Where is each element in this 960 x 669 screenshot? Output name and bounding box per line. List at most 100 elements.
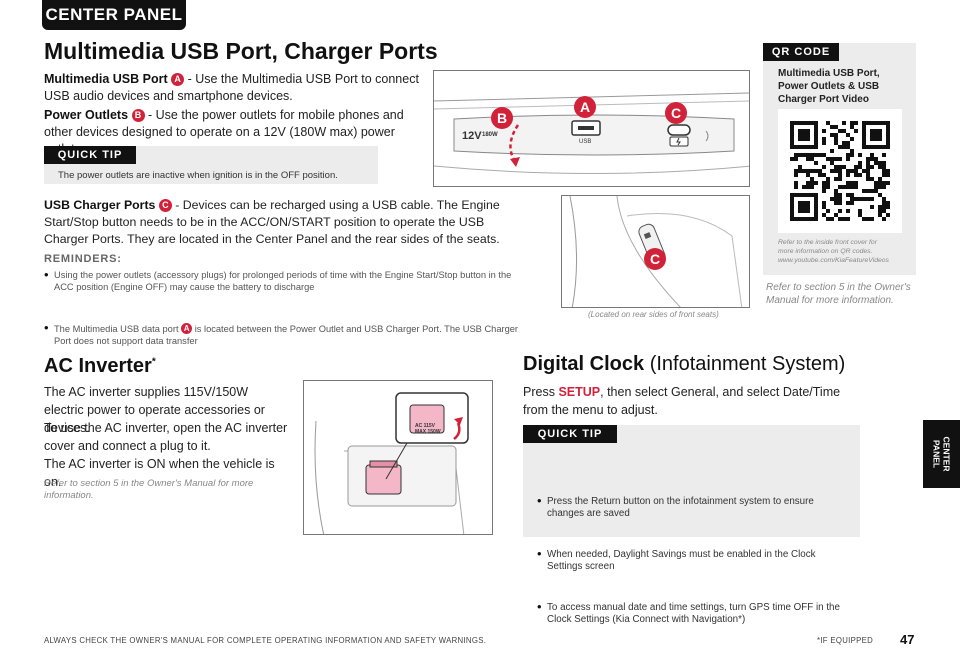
qr-module [834,213,838,217]
qr-module [822,181,826,185]
power-outlets-text: - Use the power outlets for mobile phone… [44,108,404,156]
usb-port-text: - Use the Multimedia USB Port to connect… [44,72,419,103]
qr-module [806,181,810,185]
qr-module [826,157,830,161]
ac-inverter-figure: AC 115V MAX 150W [303,380,493,535]
qr-module [858,209,862,213]
usb-port-label: Multimedia USB Port [44,72,168,86]
quick-tip-text: The power outlets are inactive when igni… [58,170,338,181]
ac-inverter-refer: Refer to section 5 in the Owner's Manual… [44,478,254,501]
qr-module [838,197,842,201]
qr-module [850,201,854,205]
qr-module [834,169,838,173]
qr-module [830,157,834,161]
press-text: Press [523,385,559,399]
qr-module [842,121,846,125]
qr-module [846,201,850,205]
qr-title: Multimedia USB Port, Power Outlets & USB… [778,68,880,105]
qr-module [798,169,802,173]
badge-a-small: A [181,323,193,334]
qr-module [794,185,798,189]
qr-module [810,185,814,189]
qr-module [830,133,834,137]
qr-module [878,161,882,165]
qr-module [846,141,850,145]
qr-module [826,217,830,221]
qr-module [822,165,826,169]
qr-module [854,197,858,201]
qr-module [878,193,882,197]
qr-module [830,217,834,221]
usb-charger-paragraph: USB Charger Ports C - Devices can be rec… [44,197,504,248]
qr-module [846,145,850,149]
badge-a: A [171,73,185,86]
qr-module [834,189,838,193]
qr-module [806,173,810,177]
qr-module [870,157,874,161]
qr-module [822,137,826,141]
qr-module [882,185,886,189]
qr-module [878,165,882,169]
ac-inverter-label-1: AC 115V [415,423,436,429]
qr-module [818,173,822,177]
ac-inverter-title-text: AC Inverter [44,355,152,377]
qr-code-image [790,121,890,221]
qr-module [822,185,826,189]
qr-module [842,145,846,149]
qr-module [870,217,874,221]
qr-module [826,209,830,213]
qr-module [838,129,842,133]
center-panel-illustration [434,92,749,174]
qr-module [846,133,850,137]
qr-module [850,153,854,157]
qr-module [878,185,882,189]
qr-module [874,161,878,165]
figure-badge-b: B [491,107,513,129]
qr-module [866,197,870,201]
qr-module [794,181,798,185]
figure-badge-a: A [574,96,596,118]
qr-module [798,165,802,169]
digital-clock-instructions: Press SETUP, then select General, and se… [523,383,843,419]
qr-module [794,157,798,161]
setup-keyword: SETUP [558,385,601,399]
side-section-tab: CENTER PANEL [923,420,960,488]
qr-module [826,181,830,185]
qr-module [854,181,858,185]
qr-module [834,157,838,161]
page-title: Multimedia USB Port, Charger Ports [44,38,438,64]
qr-module [854,165,858,169]
qr-module [878,181,882,185]
qr-module [802,169,806,173]
qr-finder [798,201,810,213]
qr-module [874,157,878,161]
power-outlets-label: Power Outlets [44,108,129,122]
qr-code[interactable] [778,109,902,233]
qr-module [886,173,890,177]
qr-module [870,177,874,181]
qr-module [822,205,826,209]
ac-inverter-p3: The AC inverter is ON when the vehicle i… [44,457,275,489]
badge-c: C [158,199,172,212]
qr-module [854,185,858,189]
qr-module [882,201,886,205]
qr-module [790,157,794,161]
qr-module [878,177,882,181]
qr-module [850,193,854,197]
qr-module [830,169,834,173]
qr-module [878,205,882,209]
qr-module [882,197,886,201]
usb-port-paragraph: Multimedia USB Port A - Use the Multimed… [44,71,424,105]
qr-module [822,141,826,145]
reminder-item-2-post: is located between the Power Outlet and … [54,324,519,346]
qr-module [882,169,886,173]
side-section-tab-label: CENTER PANEL [931,436,952,472]
footer-warning: ALWAYS CHECK THE OWNER'S MANUAL FOR COMP… [44,636,487,645]
qr-module [846,185,850,189]
qr-module [878,213,882,217]
figure2-badge-c: C [644,248,666,270]
qr-module [834,133,838,137]
qr-module [862,189,866,193]
qr-module [850,125,854,129]
qr-module [802,153,806,157]
